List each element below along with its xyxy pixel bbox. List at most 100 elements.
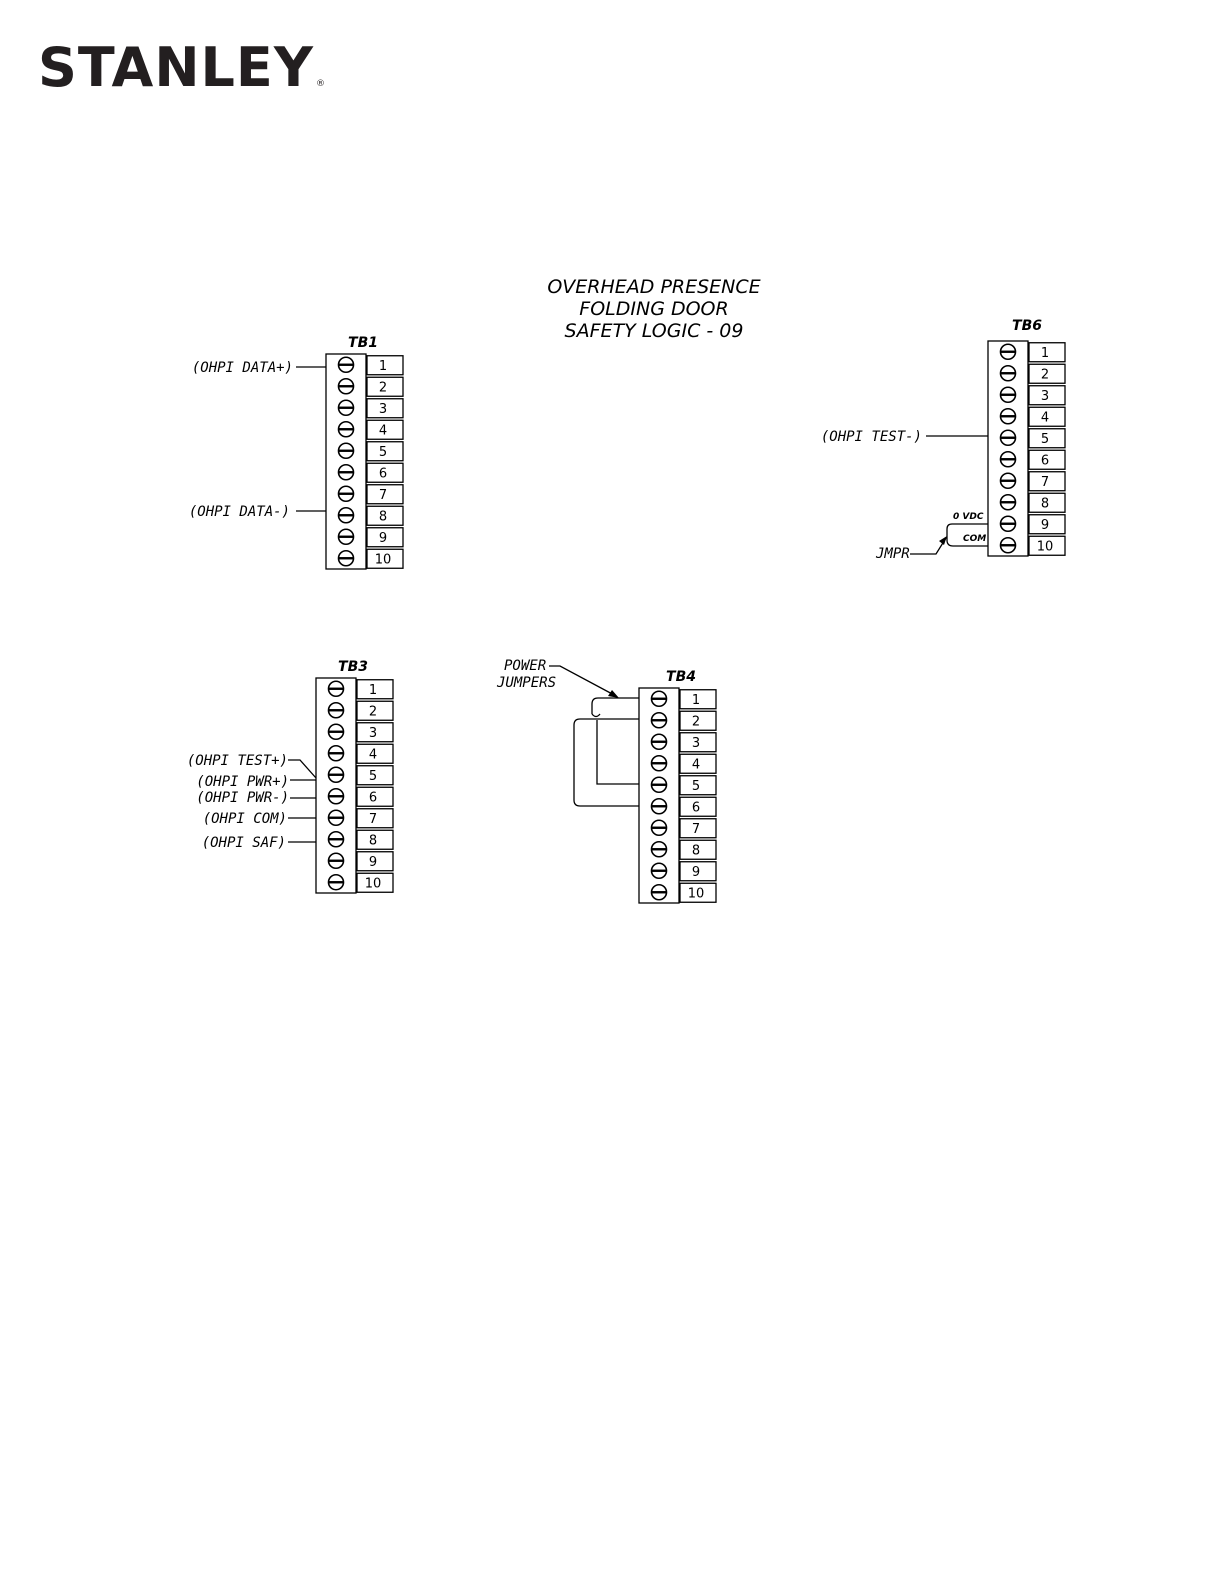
label-ohpi-pwr-minus: (OHPI PWR-) [196, 790, 289, 806]
screw-terminal-icon [339, 486, 354, 501]
jumper-wire-1-to-5 [597, 720, 639, 784]
tb1-connections [296, 367, 326, 511]
label-ohpi-test-plus: (OHPI TEST+) [187, 753, 288, 769]
screw-terminal-icon [1001, 452, 1016, 467]
tb6-terminal-number: 5 [1041, 432, 1049, 447]
tb4-terminal-number: 7 [692, 822, 700, 837]
tb3-terminal-number: 6 [369, 790, 377, 805]
jumper-wire-2-to-6 [574, 719, 639, 806]
power-jumpers-arrowhead [608, 690, 619, 698]
tb1-terminal-number: 8 [379, 509, 387, 524]
tb3-terminal-number: 4 [369, 747, 377, 762]
brand-name: STANLEY [38, 36, 314, 99]
tb4-terminal-number: 9 [692, 865, 700, 880]
tb4-terminal-number: 2 [692, 714, 700, 729]
tb3-terminal-number: 9 [369, 855, 377, 870]
stanley-logo: STANLEY ® [38, 36, 325, 99]
tb1-terminal-number: 2 [379, 380, 387, 395]
tb6-terminal-number: 9 [1041, 518, 1049, 533]
label-ohpi-saf: (OHPI SAF) [202, 835, 286, 851]
tb3-terminal-number: 10 [365, 876, 382, 891]
screw-terminal-icon [339, 551, 354, 566]
screw-terminal-icon [652, 799, 667, 814]
power-jumpers-leader [549, 666, 616, 696]
screw-terminal-icon [652, 713, 667, 728]
screw-terminal-icon [1001, 473, 1016, 488]
screw-terminal-icon [329, 767, 344, 782]
tb6-terminal-number: 2 [1041, 367, 1049, 382]
registered-mark: ® [316, 79, 325, 89]
diagram-title: OVERHEAD PRESENCE FOLDING DOOR SAFETY LO… [547, 276, 760, 342]
tb6-terminal-number: 7 [1041, 475, 1049, 490]
screw-terminal-icon [652, 842, 667, 857]
screw-terminal-icon [1001, 430, 1016, 445]
title-line-2: FOLDING DOOR [579, 298, 728, 320]
label-ohpi-pwr-plus: (OHPI PWR+) [196, 774, 289, 790]
label-jmpr: JMPR [875, 546, 910, 562]
tb4-terminal-number: 5 [692, 779, 700, 794]
label-com: COM [963, 534, 986, 544]
screw-terminal-icon [329, 703, 344, 718]
tb1-terminal-number: 3 [379, 402, 387, 417]
jumper-wire-top [592, 698, 639, 714]
wire-tb3-test-plus [288, 760, 316, 778]
label-ohpi-data-plus: (OHPI DATA+) [192, 360, 293, 376]
label-power: POWER [504, 658, 546, 674]
tb6-label: TB6 [1012, 318, 1042, 334]
screw-terminal-icon [339, 422, 354, 437]
tb1-terminal-number: 6 [379, 466, 387, 481]
tb3-terminal-number: 5 [369, 769, 377, 784]
tb1-terminal-number: 10 [375, 552, 392, 567]
tb6-terminal-number: 3 [1041, 389, 1049, 404]
screw-terminal-icon [652, 777, 667, 792]
screw-terminal-icon [1001, 495, 1016, 510]
tb4-terminal-number: 8 [692, 843, 700, 858]
screw-terminal-icon [339, 529, 354, 544]
tb4-terminal-number: 4 [692, 757, 700, 772]
screw-terminal-icon [652, 691, 667, 706]
tb6-terminal-number: 1 [1041, 346, 1049, 361]
screw-terminal-icon [339, 357, 354, 372]
tb3-connections [288, 760, 316, 842]
tb3-label: TB3 [338, 659, 368, 675]
screw-terminal-icon [329, 681, 344, 696]
tb4-label: TB4 [666, 669, 696, 685]
tb3-terminal-number: 1 [369, 683, 377, 698]
tb1-terminal-number: 5 [379, 445, 387, 460]
label-ohpi-test-minus: (OHPI TEST-) [821, 429, 922, 445]
screw-terminal-icon [339, 465, 354, 480]
screw-terminal-icon [329, 810, 344, 825]
title-line-3: SAFETY LOGIC - 09 [565, 320, 744, 342]
tb6-terminal-number: 10 [1037, 539, 1054, 554]
tb1-terminal-number: 9 [379, 531, 387, 546]
screw-terminal-icon [329, 832, 344, 847]
title-line-1: OVERHEAD PRESENCE [547, 276, 760, 298]
screw-terminal-icon [329, 875, 344, 890]
screw-terminal-icon [652, 820, 667, 835]
tb6-terminal-number: 8 [1041, 496, 1049, 511]
tb1-label: TB1 [348, 335, 378, 351]
tb3-terminal-number: 8 [369, 833, 377, 848]
screw-terminal-icon [329, 746, 344, 761]
screw-terminal-icon [652, 734, 667, 749]
jumper-crossover [592, 714, 600, 717]
tb3-terminal-number: 7 [369, 812, 377, 827]
screw-terminal-icon [652, 885, 667, 900]
screw-terminal-icon [339, 508, 354, 523]
screw-terminal-icon [1001, 344, 1016, 359]
screw-terminal-icon [339, 443, 354, 458]
tb1-terminal-number: 7 [379, 488, 387, 503]
tb3-terminal-number: 3 [369, 726, 377, 741]
screw-terminal-icon [329, 724, 344, 739]
tb1-terminal-number: 1 [379, 359, 387, 374]
screw-terminal-icon [652, 863, 667, 878]
jmpr-arrowhead [939, 536, 947, 545]
label-ohpi-data-minus: (OHPI DATA-) [189, 504, 290, 520]
screw-terminal-icon [329, 789, 344, 804]
tb4-terminal-number: 1 [692, 693, 700, 708]
